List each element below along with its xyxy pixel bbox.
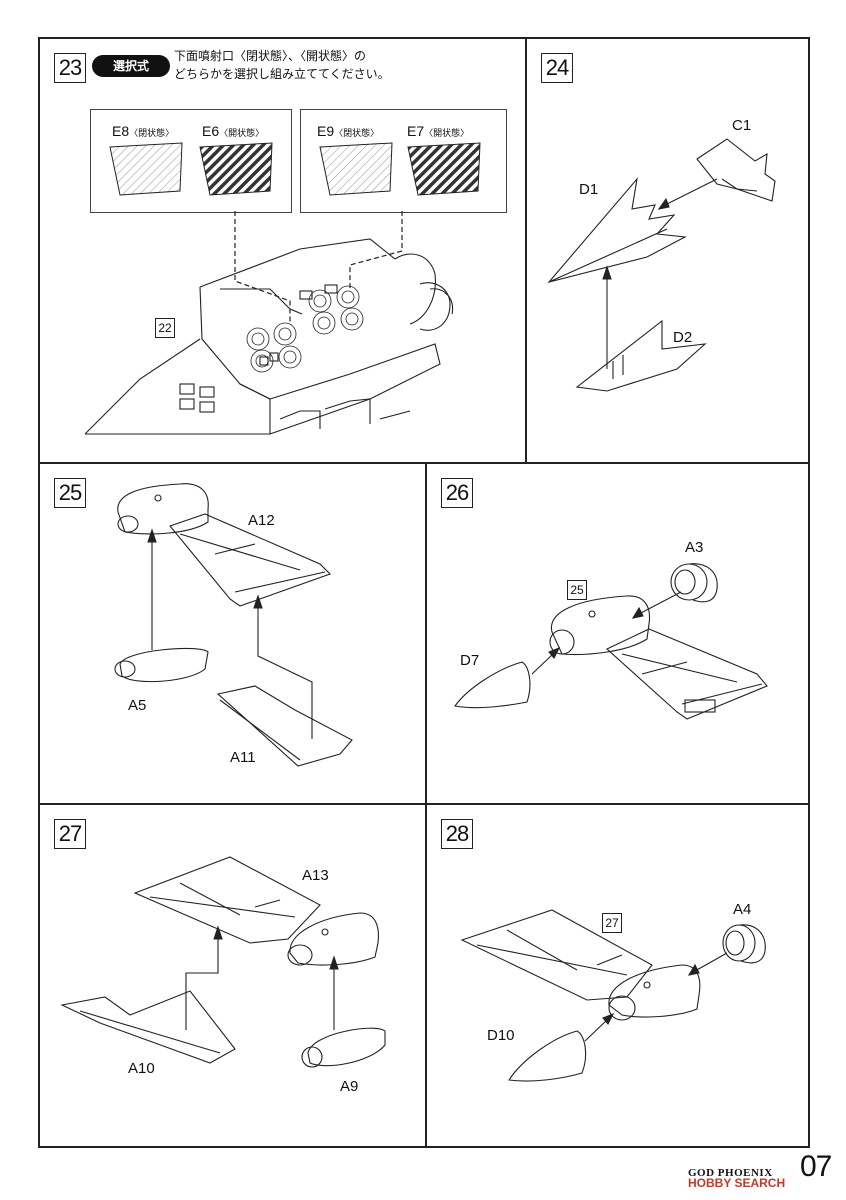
step-27-panel: 27 A13 A10 A9 bbox=[38, 803, 427, 1148]
option-label-e7: E7〈開状態〉 bbox=[407, 123, 469, 139]
ref-step-25: 25 bbox=[567, 580, 587, 600]
part-label: E6 bbox=[202, 123, 220, 139]
plate-e7 bbox=[407, 142, 481, 196]
part-label-c1: C1 bbox=[732, 117, 752, 134]
step-number: 26 bbox=[441, 478, 473, 508]
step-24-illustration bbox=[547, 138, 776, 392]
part-label-d7: D7 bbox=[460, 652, 480, 669]
part-label: E8 bbox=[112, 123, 130, 139]
step-25-panel: 25 A12 A5 A11 bbox=[38, 462, 427, 805]
part-label-a10: A10 bbox=[128, 1060, 155, 1077]
ref-step-27: 27 bbox=[602, 913, 622, 933]
part-label-a12: A12 bbox=[248, 512, 275, 529]
fuselage-drawing bbox=[84, 238, 454, 435]
option-label-e6: E6〈開状態〉 bbox=[202, 123, 264, 139]
instruction-text: 下面噴射口〈閉状態〉、〈開状態〉の どちらかを選択し組み立ててください。 bbox=[174, 47, 390, 83]
footer-title: GOD PHOENIX bbox=[688, 1167, 773, 1179]
step-24-panel: 24 C1 D1 D2 bbox=[525, 37, 810, 464]
watermark-text: HOBBY SEARCH bbox=[688, 1176, 786, 1190]
part-label: E7 bbox=[407, 123, 425, 139]
page-number: 07 bbox=[800, 1150, 832, 1183]
step-26-illustration bbox=[454, 563, 768, 720]
part-label-a4: A4 bbox=[733, 901, 752, 918]
step-27-illustration bbox=[60, 856, 386, 1068]
ref-step-22: 22 bbox=[155, 318, 175, 338]
step-number: 25 bbox=[54, 478, 86, 508]
part-label: E9 bbox=[317, 123, 335, 139]
state-label: 〈閉状態〉 bbox=[129, 129, 175, 139]
step-28-illustration bbox=[460, 909, 766, 1082]
part-label-a3: A3 bbox=[685, 539, 704, 556]
step-number: 23 bbox=[54, 53, 86, 83]
option-label-e8: E8〈閉状態〉 bbox=[112, 123, 174, 139]
part-label-d2: D2 bbox=[673, 329, 693, 346]
part-label-a13: A13 bbox=[302, 867, 329, 884]
step-25-illustration bbox=[114, 483, 353, 767]
state-label: 〈閉状態〉 bbox=[334, 129, 380, 139]
step-number: 24 bbox=[541, 53, 573, 83]
plate-e8 bbox=[109, 142, 183, 196]
state-label: 〈開状態〉 bbox=[424, 129, 470, 139]
step-23-panel: 23 選択式 下面噴射口〈閉状態〉、〈開状態〉の どちらかを選択し組み立ててくだ… bbox=[38, 37, 527, 464]
part-label-a5: A5 bbox=[128, 697, 147, 714]
part-label-d10: D10 bbox=[487, 1027, 515, 1044]
selection-badge: 選択式 bbox=[92, 55, 170, 77]
state-label: 〈開状態〉 bbox=[219, 129, 265, 139]
plate-e6 bbox=[199, 142, 273, 196]
part-label-a11: A11 bbox=[230, 749, 256, 766]
part-label-a9: A9 bbox=[340, 1078, 359, 1095]
instruction-line-2: どちらかを選択し組み立ててください。 bbox=[174, 67, 390, 81]
step-28-panel: 28 A4 D10 27 bbox=[425, 803, 810, 1148]
option-label-e9: E9〈閉状態〉 bbox=[317, 123, 379, 139]
step-number: 28 bbox=[441, 819, 473, 849]
step-number: 27 bbox=[54, 819, 86, 849]
step-26-panel: 26 A3 D7 25 bbox=[425, 462, 810, 805]
step-23-illustration bbox=[84, 142, 481, 435]
nozzle-fans bbox=[246, 285, 364, 373]
instruction-line-1: 下面噴射口〈閉状態〉、〈開状態〉の bbox=[174, 49, 367, 63]
part-label-d1: D1 bbox=[579, 181, 599, 198]
plate-e9 bbox=[319, 142, 393, 196]
